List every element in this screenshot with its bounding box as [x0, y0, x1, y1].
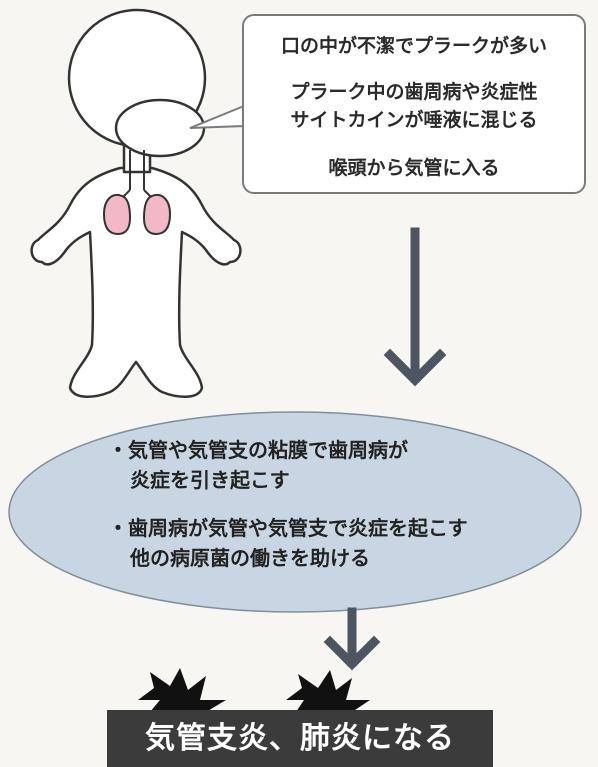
left-lung [102, 194, 132, 236]
speech-line-1: 口の中が不潔でプラークが多い [280, 35, 547, 57]
speech-line-2: プラーク中の歯周病や炎症性 [290, 81, 538, 103]
speech-line-3: サイトカインが唾液に混じる [290, 109, 538, 131]
oval-item-2-line-1: ・歯周病が気管や気管支で炎症を起こす [108, 516, 468, 540]
starburst-left [138, 668, 226, 712]
child-body [30, 166, 242, 398]
speech-box: 口の中が不潔でプラークが多い プラーク中の歯周病や炎症性 サイトカインが唾液に混… [242, 14, 586, 194]
oval-item-1-line-2: 炎症を引き起こす [130, 468, 290, 492]
oval-item-2-line-2: 他の病原菌の働きを助ける [130, 546, 370, 570]
right-lung [142, 194, 172, 236]
child-figure [30, 8, 242, 398]
arrow-down-icon [323, 607, 381, 671]
arrow-down-icon [383, 227, 447, 387]
result-banner: 気管支炎、肺炎になる [107, 710, 493, 767]
effect-oval [8, 411, 582, 613]
starburst-right [286, 670, 370, 712]
speech-line-4: 喉頭から気管に入る [328, 157, 500, 179]
oval-item-1-line-1: ・気管や気管支の粘膜で歯周病が [108, 438, 408, 462]
